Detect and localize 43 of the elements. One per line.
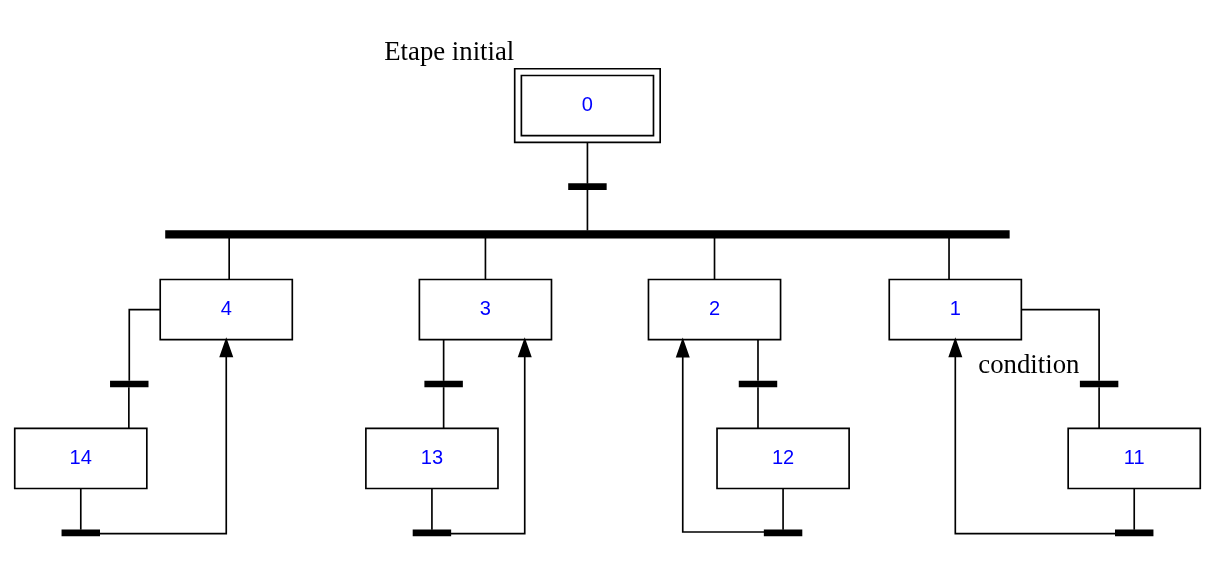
connector — [757, 386, 759, 429]
connector — [1133, 487, 1136, 531]
node-bar — [568, 183, 607, 190]
connector — [128, 386, 130, 429]
connector — [782, 487, 784, 531]
node-box: 13 — [365, 427, 499, 490]
connector — [228, 237, 230, 281]
arrow — [675, 337, 766, 533]
node-box: 3 — [418, 278, 553, 341]
arrow — [948, 337, 1117, 535]
arrow — [449, 337, 532, 535]
node-bar — [110, 380, 149, 388]
connector — [1020, 308, 1100, 382]
node-box: 11 — [1067, 427, 1202, 490]
node-bar — [1115, 529, 1154, 537]
node-bar — [165, 230, 1010, 239]
node-label: condition — [978, 348, 1080, 379]
node-label: Etape initial — [384, 36, 515, 67]
connector — [948, 237, 950, 281]
connector — [79, 487, 82, 531]
connector — [1098, 386, 1100, 429]
node-bar — [424, 380, 463, 388]
connector — [713, 237, 716, 281]
node-bar — [738, 380, 778, 388]
node-box: 4 — [159, 278, 294, 341]
connector — [586, 188, 589, 232]
connector — [442, 386, 445, 429]
connector — [757, 339, 759, 382]
connector — [586, 141, 589, 185]
node-box: 0 — [513, 67, 661, 144]
node-box: 2 — [647, 278, 782, 341]
connector — [431, 487, 433, 531]
arrow — [98, 337, 234, 535]
node-box: 1 — [888, 278, 1023, 341]
connector — [484, 237, 487, 281]
node-bar — [763, 529, 803, 537]
node-box: 14 — [13, 427, 148, 490]
node-bar — [61, 529, 100, 537]
connector — [442, 339, 445, 382]
node-bar — [412, 529, 452, 537]
node-bar — [1079, 380, 1119, 388]
node-box: 12 — [716, 427, 850, 490]
connector — [128, 308, 161, 382]
